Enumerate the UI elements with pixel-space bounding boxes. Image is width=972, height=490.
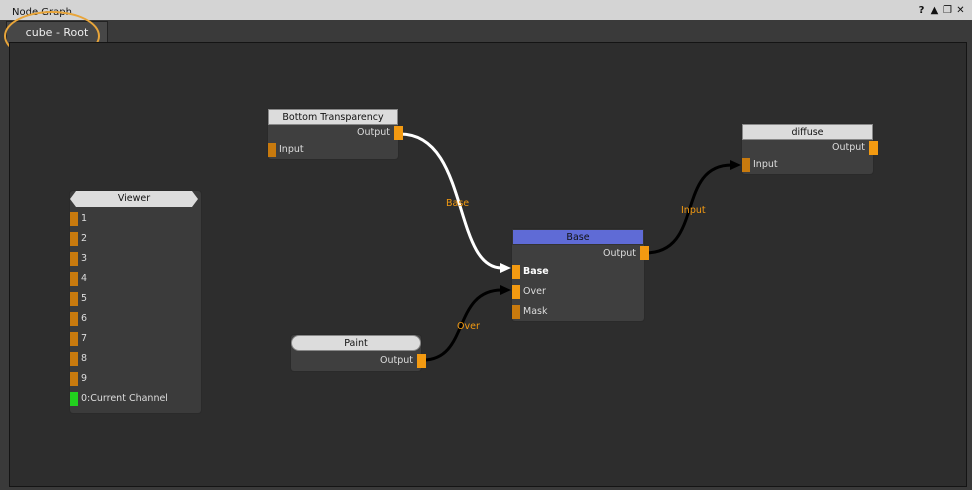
- port-label-output: Output: [832, 142, 865, 153]
- port-label-input: Input: [279, 144, 304, 155]
- node-title-diffuse[interactable]: diffuse: [742, 124, 873, 140]
- port-label: 0:Current Channel: [81, 393, 168, 404]
- viewer-input-3: 3: [70, 249, 201, 269]
- port-row-output: Output: [268, 125, 403, 141]
- collapse-icon[interactable]: ▲: [930, 5, 939, 16]
- viewer-input-5: 5: [70, 289, 201, 309]
- output-port[interactable]: [394, 126, 403, 140]
- input-port[interactable]: [70, 212, 78, 226]
- viewer-input-4: 4: [70, 269, 201, 289]
- input-port[interactable]: [70, 252, 78, 266]
- tab-bar: cube - Root: [0, 20, 972, 44]
- viewer-input-1: 1: [70, 209, 201, 229]
- viewer-input-current-channel: 0:Current Channel: [70, 389, 201, 409]
- port-row-mask: Mask: [512, 302, 644, 322]
- window-title: Node Graph: [12, 7, 72, 18]
- input-port[interactable]: [70, 332, 78, 346]
- tab-cube-root[interactable]: cube - Root: [6, 21, 108, 44]
- port-label: 2: [81, 233, 88, 244]
- port-label: 3: [81, 253, 88, 264]
- node-diffuse[interactable]: diffuse Output Input: [742, 124, 878, 174]
- edge-label-base: Base: [446, 198, 470, 209]
- port-label-mask: Mask: [523, 306, 548, 317]
- output-port[interactable]: [417, 354, 426, 368]
- port-row-output: Output: [512, 245, 649, 262]
- node-title-base[interactable]: Base: [512, 229, 644, 245]
- port-row-input: Input: [268, 141, 398, 159]
- port-label: 6: [81, 313, 88, 324]
- port-row-input: Input: [742, 156, 873, 174]
- float-icon[interactable]: ❐: [943, 5, 952, 16]
- input-port[interactable]: [70, 352, 78, 366]
- viewer-input-2: 2: [70, 229, 201, 249]
- port-label-input: Input: [753, 159, 778, 170]
- port-row-output: Output: [742, 140, 878, 156]
- node-viewer[interactable]: Viewer 1 2 3 4 5 6 7 8 9 0:Current Chann…: [70, 191, 201, 413]
- window-controls: ? ▲ ❐ ✕: [916, 5, 966, 16]
- active-input-port[interactable]: [70, 392, 78, 406]
- port-label: 5: [81, 293, 88, 304]
- node-bottom-transparency[interactable]: Bottom Transparency Output Input: [268, 109, 403, 159]
- node-title-viewer[interactable]: Viewer: [70, 191, 198, 207]
- input-port[interactable]: [70, 312, 78, 326]
- port-label-over: Over: [523, 286, 546, 297]
- port-label: 8: [81, 353, 88, 364]
- port-row-base: Base: [512, 262, 644, 282]
- node-title-paint[interactable]: Paint: [291, 335, 421, 351]
- input-port[interactable]: [70, 372, 78, 386]
- node-base[interactable]: Base Output Base Over Mask: [512, 229, 649, 322]
- port-label-output: Output: [380, 355, 413, 366]
- window-titlebar: Node Graph ? ▲ ❐ ✕: [0, 0, 972, 21]
- port-row-over: Over: [512, 282, 644, 302]
- output-port[interactable]: [869, 141, 878, 155]
- port-label: 1: [81, 213, 88, 224]
- port-label: 9: [81, 373, 88, 384]
- port-label: 7: [81, 333, 88, 344]
- input-port[interactable]: [268, 143, 276, 157]
- edge-label-over: Over: [457, 321, 480, 332]
- output-port[interactable]: [640, 246, 649, 260]
- viewer-input-6: 6: [70, 309, 201, 329]
- viewer-input-9: 9: [70, 369, 201, 389]
- node-paint[interactable]: Paint Output: [291, 335, 426, 371]
- viewer-input-8: 8: [70, 349, 201, 369]
- port-label-output: Output: [357, 127, 390, 138]
- viewer-input-7: 7: [70, 329, 201, 349]
- node-title-bottom-transparency[interactable]: Bottom Transparency: [268, 109, 398, 125]
- help-icon[interactable]: ?: [918, 5, 925, 16]
- input-port[interactable]: [742, 158, 750, 172]
- input-port[interactable]: [70, 232, 78, 246]
- port-label: 4: [81, 273, 88, 284]
- input-port[interactable]: [512, 265, 520, 279]
- input-port[interactable]: [512, 285, 520, 299]
- edge-label-input: Input: [681, 205, 706, 216]
- port-label-output: Output: [603, 248, 636, 259]
- port-label-base: Base: [523, 266, 549, 277]
- close-icon[interactable]: ✕: [956, 5, 965, 16]
- input-port[interactable]: [70, 272, 78, 286]
- port-row-output: Output: [291, 351, 426, 371]
- input-port[interactable]: [70, 292, 78, 306]
- input-port[interactable]: [512, 305, 520, 319]
